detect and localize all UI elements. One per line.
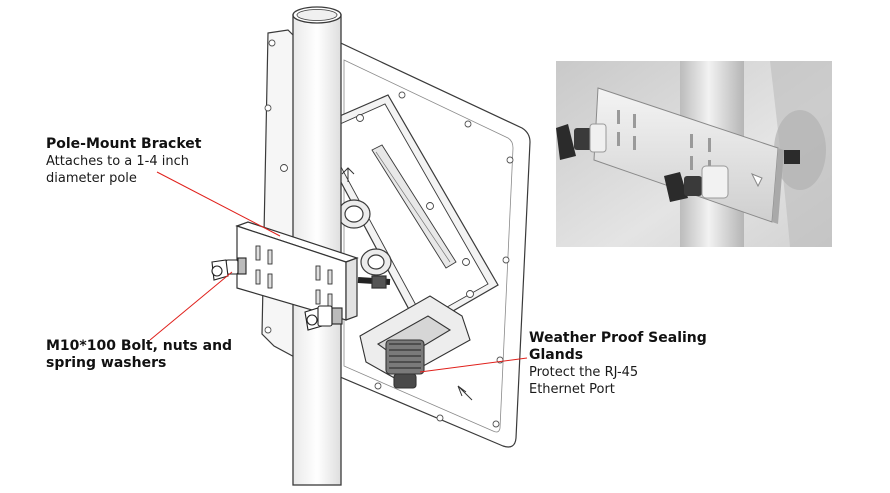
- inset-bolt-middle: [664, 165, 729, 202]
- callout-sealing-glands: Weather Proof Sealing Glands Protect the…: [529, 330, 707, 398]
- gland-housing: [359, 295, 473, 401]
- leader-bracket: [156, 171, 281, 237]
- callout-bracket-title: Pole-Mount Bracket: [46, 136, 202, 152]
- callout-pole-mount-bracket: Pole-Mount Bracket Attaches to a 1-4 inc…: [46, 136, 201, 187]
- mount-plate: [278, 94, 499, 331]
- pole-mount-bracket: [235, 221, 391, 321]
- callout-gland-title-2: Glands: [529, 347, 584, 363]
- callout-bolt-line-2: spring washers: [46, 355, 167, 371]
- m10-bolt-bottom: [304, 305, 343, 331]
- inset-photo: [556, 61, 832, 247]
- m10-bolt-top: [211, 257, 247, 281]
- leader-lines: [149, 171, 528, 373]
- callout-bracket-desc-1: Attaches to a 1-4 inch: [46, 154, 189, 169]
- callout-gland-desc-1: Protect the RJ-45: [529, 365, 639, 380]
- callout-gland-desc-2: Ethernet Port: [529, 382, 615, 397]
- callout-bracket-desc-2: diameter pole: [46, 171, 137, 186]
- leader-bolt: [149, 271, 233, 341]
- callout-m10-bolt: M10*100 Bolt, nuts and spring washers: [46, 338, 232, 372]
- callout-bolt-line-1: M10*100 Bolt, nuts and: [46, 338, 233, 354]
- inset-bolt-top: [556, 123, 607, 160]
- leader-gland: [419, 357, 528, 373]
- callout-gland-title-1: Weather Proof Sealing: [529, 330, 707, 346]
